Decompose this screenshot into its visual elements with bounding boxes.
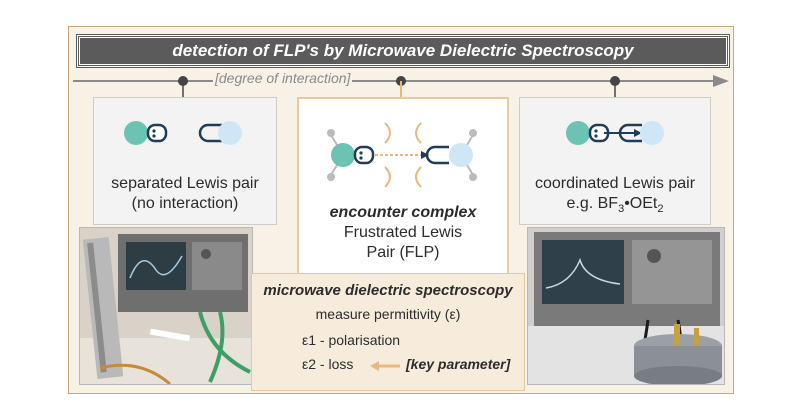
encounter-complex-title: encounter complex [329,204,477,221]
coordinated-pair-icon [566,121,664,145]
figure-title: detection of FLP's by Microwave Dielectr… [77,35,729,67]
separated-pair-line2: (no interaction) [131,195,239,212]
separated-pair-icon [124,121,242,145]
microwave-title: microwave dielectric spectroscopy [263,282,513,299]
eps1-line: ε1 - polarisation [302,332,401,348]
microwave-panel: microwave dielectric spectroscopy measur… [251,273,525,391]
eps2-line: ε2 - loss [302,356,354,372]
left-instrument-photo [79,227,253,385]
encounter-complex-text: encounter complex Frustrated Lewis Pair … [299,203,507,263]
encounter-complex-box: encounter complex Frustrated Lewis Pair … [297,97,509,279]
coordinated-pair-line2: e.g. BF3•OEt2 [566,195,664,216]
coordinated-pair-box: coordinated Lewis pair e.g. BF3•OEt2 [519,97,711,225]
axis-connectors [182,81,616,97]
figure-frame: detection of FLP's by Microwave Dielectr… [68,26,734,394]
coordinated-pair-line1: coordinated Lewis pair [534,175,696,192]
key-parameter-label: [key parameter] [406,356,511,372]
flp-line1: Frustrated Lewis [343,224,463,241]
axis-arrowhead [713,75,729,87]
separated-pair-box: separated Lewis pair (no interaction) [93,97,277,225]
axis-label: [degree of interaction] [213,70,353,86]
right-instrument-photo [527,227,725,385]
permittivity-line: measure permittivity (ε) [315,306,461,322]
separated-pair-line1: separated Lewis pair [111,175,259,192]
key-arrow-icon [370,361,400,371]
encounter-complex-icon [327,122,477,188]
flp-line2: Pair (FLP) [366,244,440,261]
